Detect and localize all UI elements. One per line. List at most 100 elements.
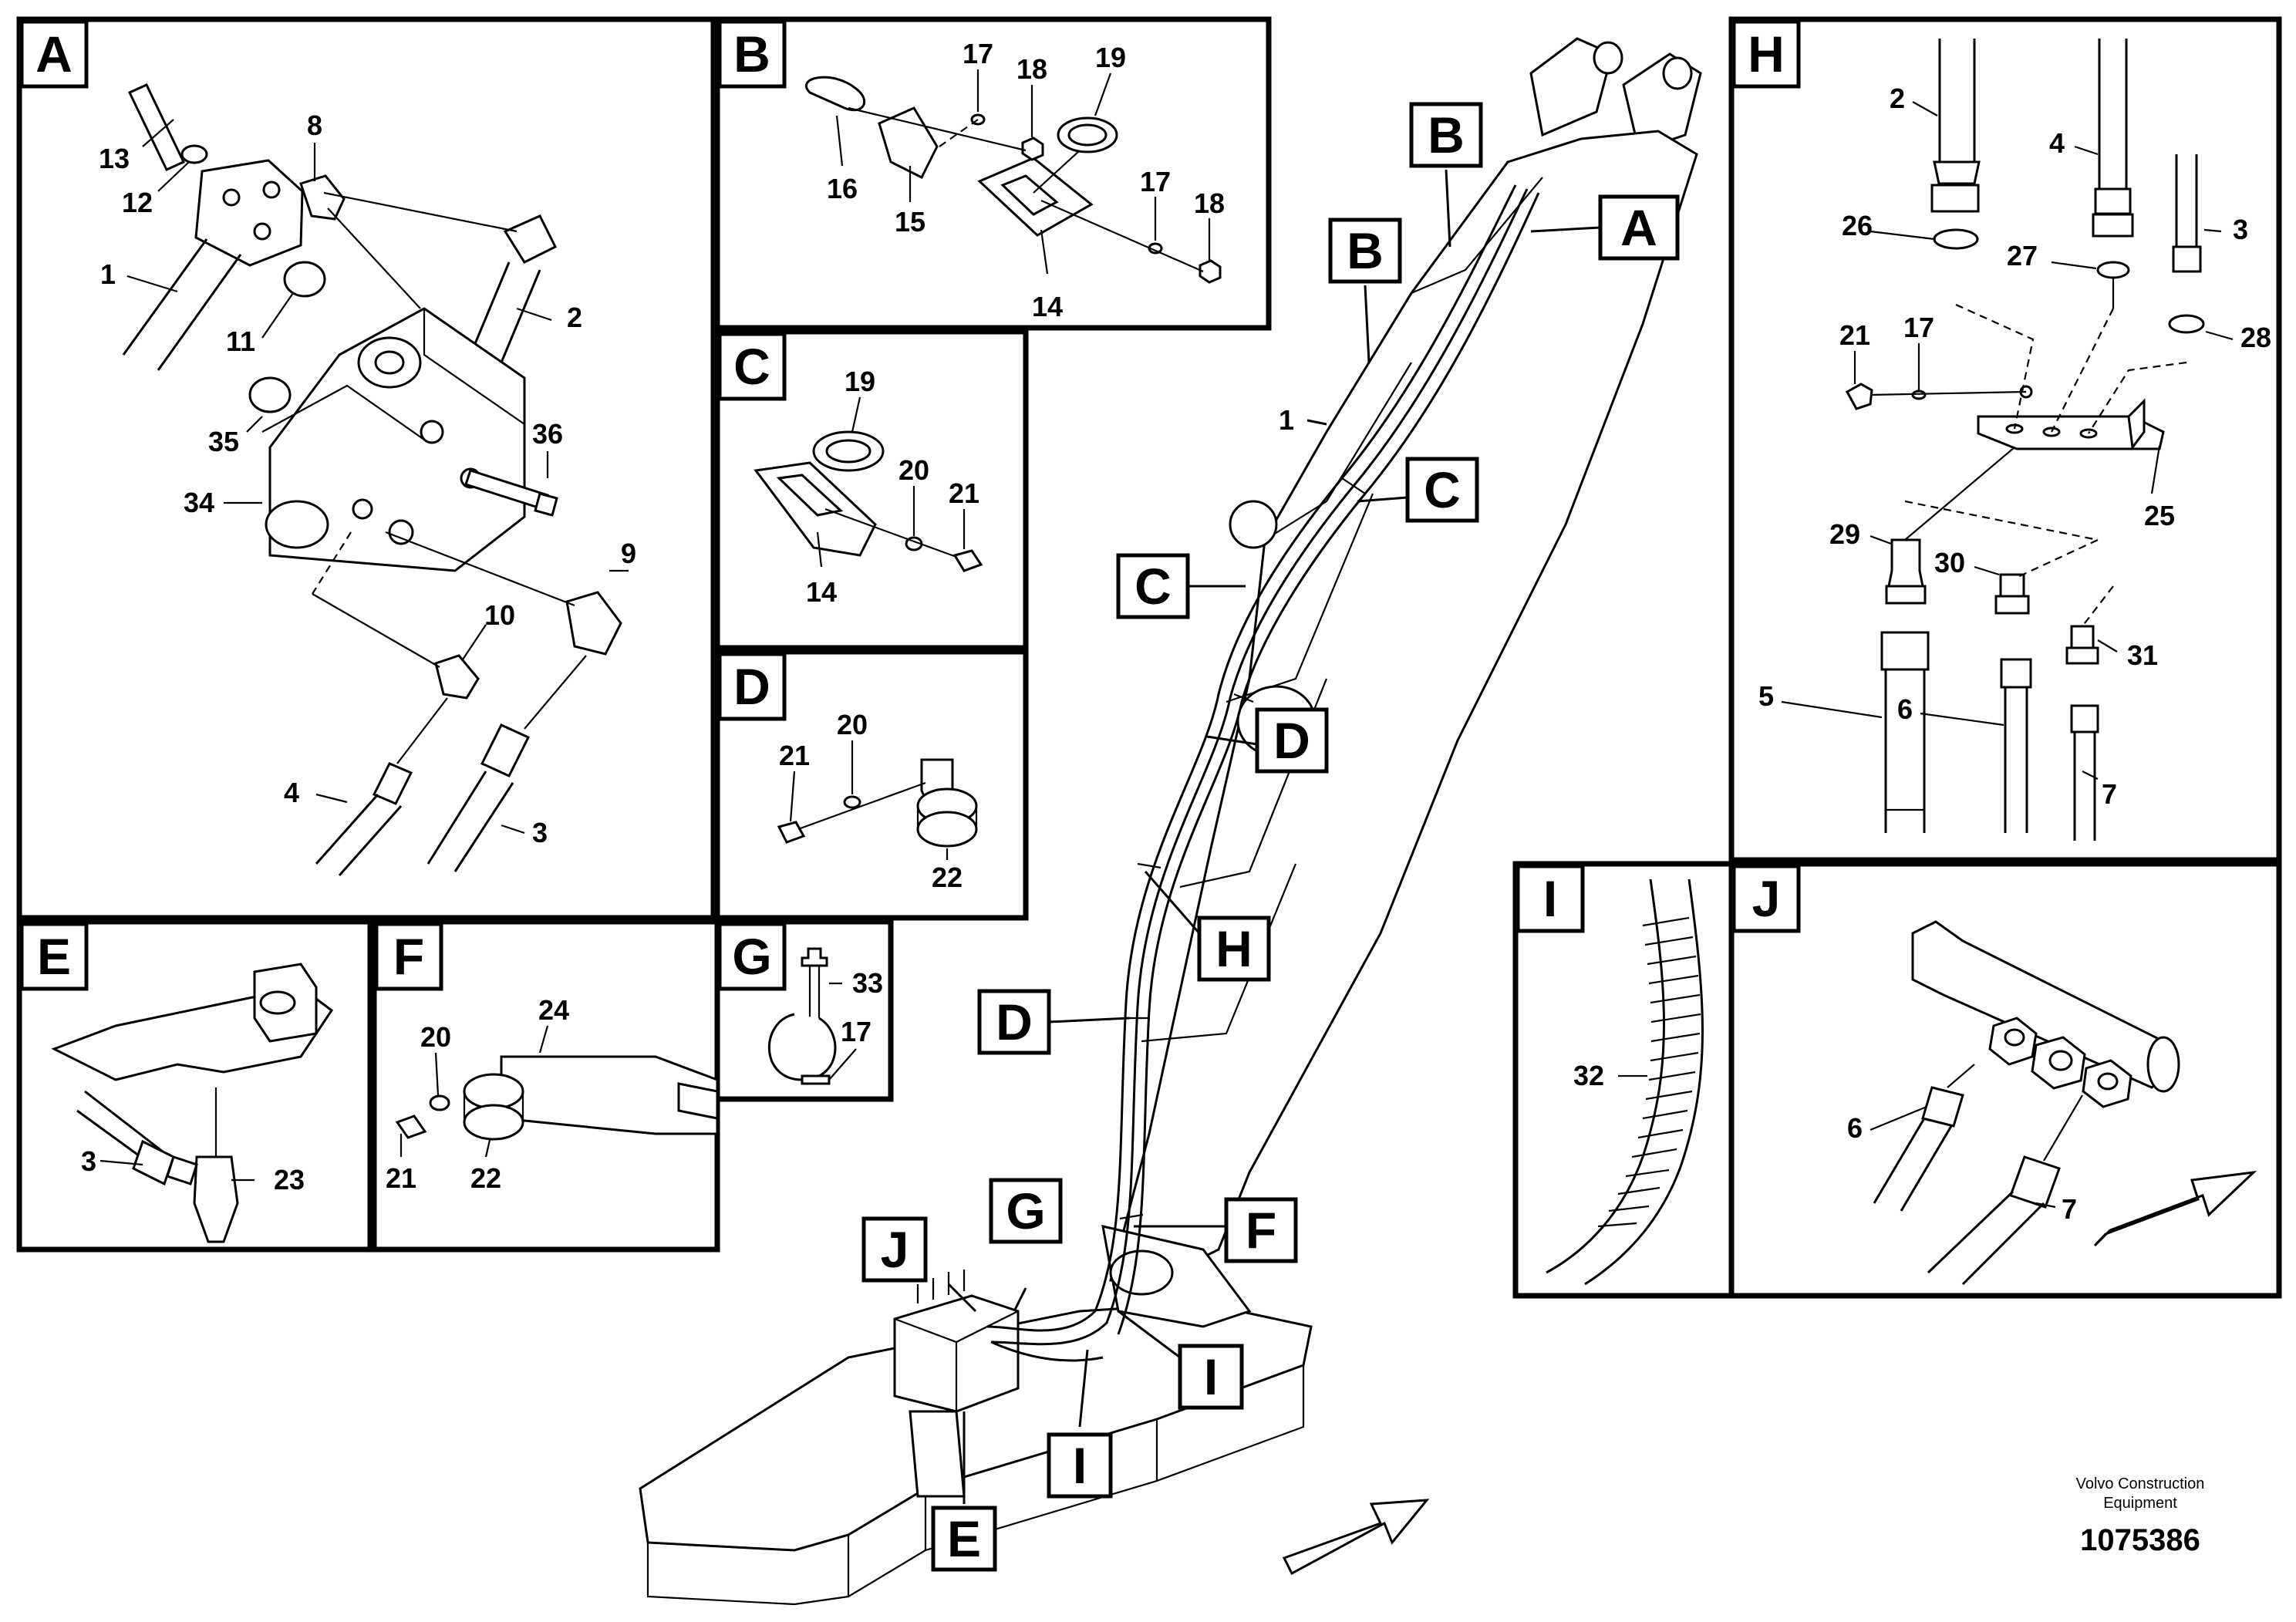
panel-j-frame (1728, 861, 2282, 1299)
svg-text:36: 36 (532, 418, 563, 450)
svg-text:C: C (1424, 461, 1461, 518)
svg-text:2: 2 (567, 302, 582, 333)
main-marker-c-lower: C (1116, 553, 1190, 619)
svg-text:4: 4 (284, 777, 299, 808)
nut-6-shape (2000, 658, 2032, 689)
svg-text:24: 24 (538, 994, 569, 1026)
bolt-33-head-shape (801, 947, 828, 967)
nut-7-shape (2070, 704, 2099, 733)
valve-body-shape (268, 307, 526, 572)
spiral-guard-32-shape (1597, 916, 1701, 1228)
fitting-2-shape (503, 214, 558, 264)
panel-d-drawing (777, 758, 978, 848)
svg-text:12: 12 (122, 187, 153, 218)
panel-i-drawing (1546, 878, 1704, 1286)
nut-2-shape (1930, 184, 1980, 213)
panel-e-letter: E (19, 922, 89, 991)
svg-text:10: 10 (484, 599, 515, 631)
clip-shape (768, 1013, 837, 1081)
washer-17-g-shape (801, 1074, 831, 1085)
clamp-22-f-shape (463, 1073, 524, 1110)
panel-h-callouts: 2 4 26 27 3 21 17 28 25 29 30 31 5 6 7 (1758, 83, 2271, 810)
main-marker-d-lower: D (977, 989, 1051, 1055)
svg-text:17: 17 (963, 38, 993, 69)
svg-text:3: 3 (81, 1145, 96, 1177)
svg-text:H: H (1215, 920, 1253, 977)
svg-text:19: 19 (1095, 42, 1126, 73)
panel-i-letter: I (1515, 864, 1585, 933)
svg-text:35: 35 (208, 426, 239, 457)
panel-g-drawing (768, 947, 837, 1085)
svg-text:18: 18 (1017, 53, 1047, 85)
svg-text:27: 27 (2007, 240, 2038, 271)
panel-f-callouts: 24 20 21 22 (386, 994, 569, 1194)
svg-text:16: 16 (827, 173, 858, 204)
bolt-21-c-shape (952, 549, 983, 572)
svg-text:20: 20 (420, 1021, 451, 1053)
main-marker-h: H (1197, 916, 1271, 982)
panel-h-letter: H (1731, 19, 1801, 89)
footer-brand: Volvo Construction Equipment 1075386 (2076, 1475, 2205, 1557)
main-marker-b-lower: B (1328, 218, 1402, 284)
svg-text:20: 20 (899, 454, 929, 486)
svg-text:7: 7 (2062, 1193, 2077, 1225)
svg-text:6: 6 (1897, 693, 1913, 725)
main-marker-i-bottom: I (1047, 1432, 1113, 1499)
adapter-29-shape (1887, 538, 1924, 588)
direction-arrow-j-icon (2093, 1170, 2257, 1247)
panel-c-callouts: 19 20 21 14 (806, 366, 979, 608)
panel-b-letter: B (717, 19, 787, 89)
elbow-8-shape (299, 174, 346, 221)
svg-text:E: E (37, 928, 71, 985)
panel-j-callouts: 6 7 (1847, 1105, 2077, 1225)
svg-text:B: B (733, 25, 770, 83)
switch-23-shape (193, 1155, 239, 1243)
panel-j-drawing (1873, 920, 2257, 1286)
panel-e-drawing (51, 963, 334, 1243)
panel-g-letter: G (717, 922, 787, 991)
panel-c-letter: C (717, 332, 787, 401)
panel-i-callouts: 32 (1573, 1060, 1647, 1091)
svg-text:1: 1 (1279, 404, 1294, 436)
svg-text:3: 3 (2233, 214, 2248, 245)
drawing-number: 1075386 (2080, 1523, 2200, 1557)
ring-28-shape (2168, 314, 2205, 334)
direction-arrow-main-icon (1282, 1499, 1430, 1576)
bolt-21-h-shape (1845, 383, 1873, 410)
main-marker-j: J (861, 1216, 928, 1283)
svg-text:26: 26 (1842, 210, 1873, 241)
svg-text:29: 29 (1829, 518, 1860, 550)
svg-text:31: 31 (2127, 639, 2158, 671)
panel-d-letter: D (717, 652, 787, 721)
svg-text:B: B (1428, 106, 1465, 164)
svg-text:7: 7 (2102, 778, 2117, 810)
nut-18a-shape (1021, 137, 1044, 161)
svg-text:F: F (393, 928, 424, 985)
svg-text:34: 34 (184, 487, 214, 518)
adapter-30-shape (1999, 573, 2025, 598)
svg-text:D: D (1273, 712, 1310, 769)
svg-text:18: 18 (1194, 187, 1225, 219)
panel-a-callouts: 13 12 8 1 11 2 35 36 34 9 10 4 3 (99, 110, 636, 848)
svg-text:2: 2 (1890, 83, 1905, 114)
svg-text:D: D (996, 993, 1033, 1050)
svg-text:17: 17 (1903, 312, 1934, 343)
svg-text:32: 32 (1573, 1060, 1604, 1091)
panel-b-frame (714, 16, 1272, 331)
svg-text:25: 25 (2144, 500, 2175, 531)
svg-text:20: 20 (837, 709, 868, 740)
svg-text:30: 30 (1934, 547, 1965, 578)
panel-f-letter: F (374, 922, 443, 991)
svg-text:14: 14 (1032, 291, 1063, 322)
main-boom-drawing (639, 37, 1702, 1606)
panel-b-callouts: 17 18 19 16 15 17 18 14 (827, 38, 1225, 322)
panel-a-letter: A (19, 19, 89, 89)
svg-text:J: J (881, 1221, 909, 1278)
svg-text:B: B (1347, 222, 1384, 279)
svg-text:13: 13 (99, 143, 130, 174)
svg-text:C: C (1135, 558, 1172, 615)
svg-text:15: 15 (895, 206, 925, 238)
svg-text:17: 17 (1140, 166, 1171, 197)
washer-17-h-shape (1911, 389, 1927, 400)
